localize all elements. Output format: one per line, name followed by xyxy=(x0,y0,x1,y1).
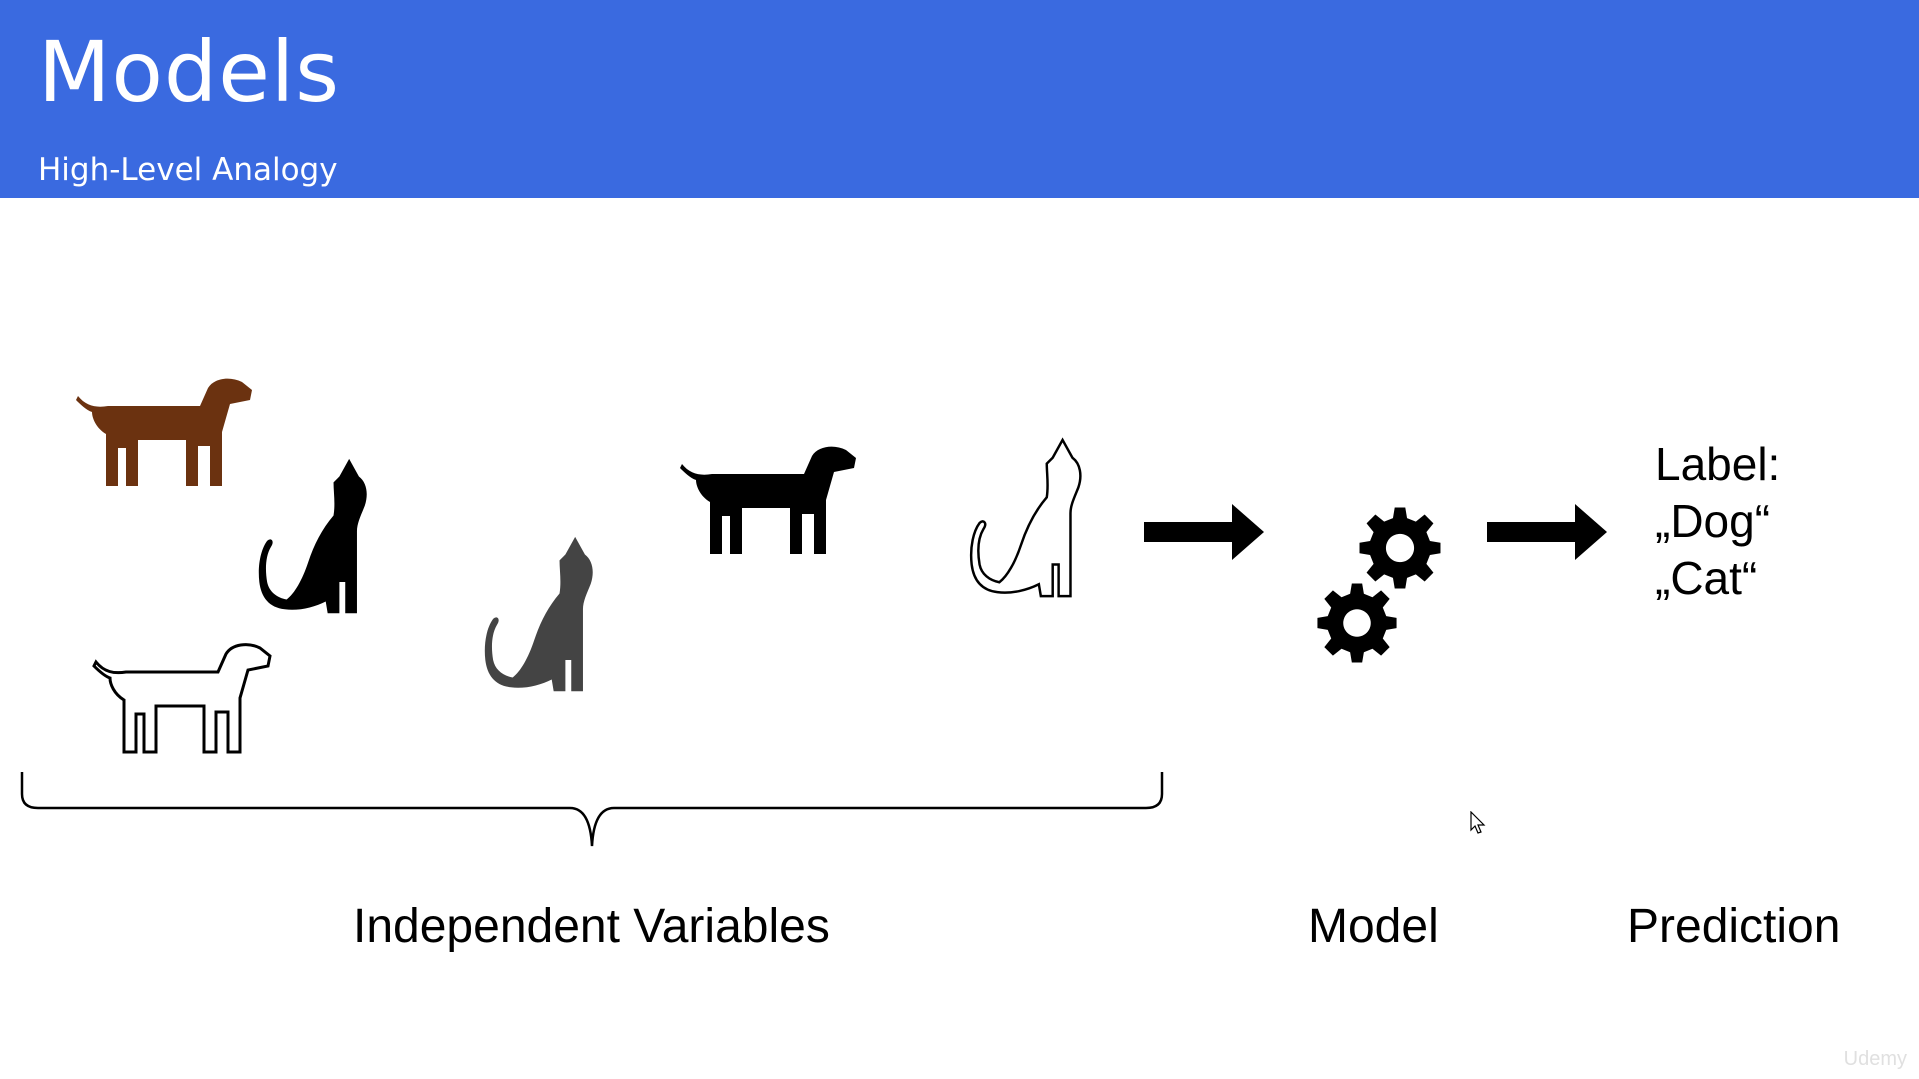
dog-black-icon xyxy=(678,444,858,564)
caption-prediction: Prediction xyxy=(1627,900,1841,953)
label-option-cat: „Cat“ xyxy=(1655,552,1758,604)
arrow-right-icon xyxy=(1144,504,1264,560)
caption-independent-variables: Independent Variables xyxy=(353,900,830,953)
gears-icon xyxy=(1317,507,1441,663)
slide-header: Models High-Level Analogy xyxy=(0,0,1919,198)
label-heading: Label: xyxy=(1655,438,1781,490)
brace-icon xyxy=(20,772,1164,847)
dog-brown-icon xyxy=(74,376,254,496)
prediction-label: Label: „Dog“ „Cat“ xyxy=(1655,436,1780,607)
udemy-watermark: Udemy xyxy=(1843,1048,1907,1070)
cat-gray-icon xyxy=(478,533,602,699)
arrow-right-icon xyxy=(1487,504,1607,560)
cat-black-icon xyxy=(252,455,376,621)
dog-outline-icon xyxy=(92,642,272,762)
cat-outline-icon xyxy=(964,436,1090,604)
slide-subtitle: High-Level Analogy xyxy=(38,152,338,188)
label-option-dog: „Dog“ xyxy=(1655,495,1771,547)
caption-model: Model xyxy=(1308,900,1439,953)
slide-title: Models xyxy=(38,23,340,121)
cursor-icon xyxy=(1470,811,1486,834)
